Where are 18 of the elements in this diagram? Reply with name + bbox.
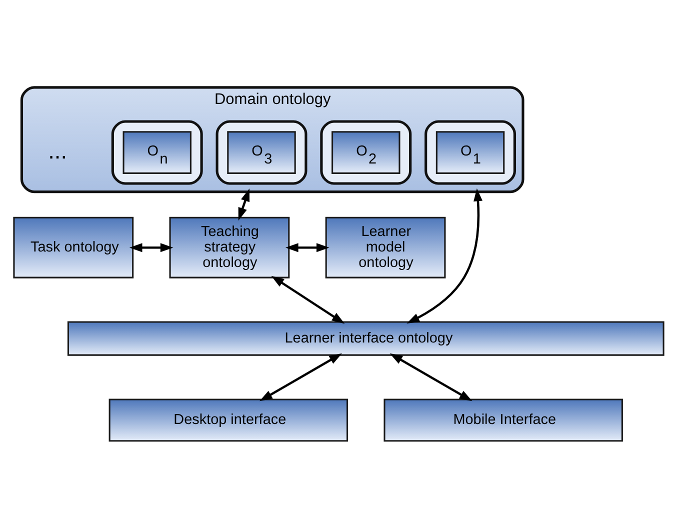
arrow	[259, 353, 342, 402]
cluster	[215, 120, 307, 185]
node-box: Mobile Interface	[383, 398, 622, 442]
node-box: Learner interface ontology	[66, 321, 664, 356]
node-box: Desktop interface	[108, 398, 348, 442]
cluster	[320, 120, 412, 185]
arrow	[270, 276, 344, 324]
node-box: Teaching strategy ontology	[168, 216, 290, 278]
node-box: Learner model ontology	[324, 216, 446, 278]
arrow	[284, 243, 329, 252]
arrow	[128, 243, 173, 252]
arrow	[389, 353, 472, 402]
label: ...	[48, 137, 67, 164]
arrow	[238, 188, 250, 221]
cluster	[110, 120, 202, 185]
arrow	[406, 188, 482, 324]
node-box: Task ontology	[12, 216, 134, 278]
cluster	[424, 120, 516, 185]
